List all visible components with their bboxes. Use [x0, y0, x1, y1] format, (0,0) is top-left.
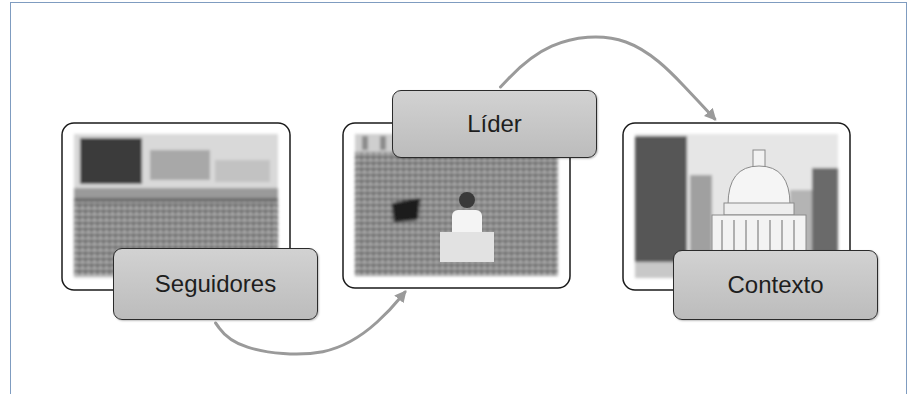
label-box: Seguidores [113, 248, 318, 320]
photo-card: Seguidores [62, 123, 318, 320]
outer-frame [11, 3, 907, 394]
node-label: Líder [467, 110, 522, 139]
node-label: Seguidores [155, 270, 276, 299]
label-box: Líder [392, 90, 597, 158]
photo-card: Líder [343, 90, 597, 288]
node-label: Contexto [727, 271, 823, 300]
photo-card: Contexto [623, 123, 878, 320]
label-box: Contexto [673, 250, 878, 320]
